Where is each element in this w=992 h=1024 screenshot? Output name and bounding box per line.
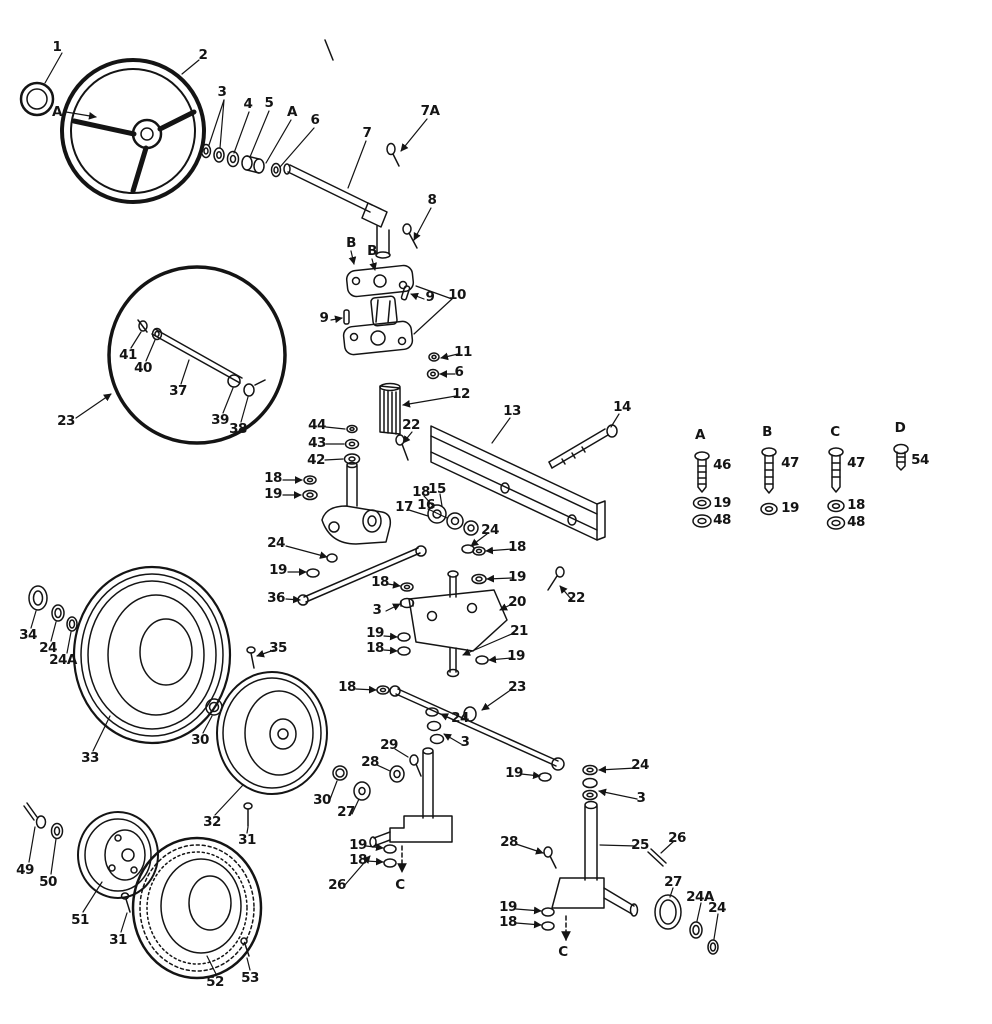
steering-plate bbox=[397, 570, 508, 678]
washer-50 bbox=[50, 822, 64, 840]
bolt-22-right bbox=[547, 566, 565, 591]
legend-nut-48-c bbox=[826, 516, 846, 530]
spindle-right-hardware bbox=[541, 764, 598, 931]
washer-18-tierod bbox=[376, 685, 390, 695]
bolt-14 bbox=[548, 424, 618, 469]
shaft-washers bbox=[200, 143, 282, 178]
bolt-7a bbox=[386, 142, 400, 167]
washers-34-24-24a bbox=[28, 585, 78, 632]
front-rim bbox=[216, 671, 328, 795]
hardware-18-19-right bbox=[471, 546, 487, 585]
washers-18-19-left bbox=[302, 475, 318, 501]
spindle-left-hardware bbox=[332, 754, 422, 868]
legend-washer-48-a bbox=[692, 514, 712, 528]
washers-11-6 bbox=[426, 352, 440, 380]
bearing-bracket-upper bbox=[345, 264, 415, 301]
axle-channel bbox=[430, 425, 606, 541]
leader-lines bbox=[28, 52, 719, 975]
legend bbox=[692, 443, 909, 530]
kingpin-washers bbox=[343, 424, 361, 465]
legend-bolt-47-c bbox=[828, 447, 844, 493]
rear-tire bbox=[131, 836, 263, 980]
legend-nut-18-c bbox=[827, 499, 845, 513]
valve-stem-53 bbox=[240, 937, 250, 957]
spindle-upper bbox=[321, 461, 392, 545]
hardware-18-3-center bbox=[399, 582, 415, 609]
bolt-31-bottom bbox=[120, 892, 131, 913]
tie-rod-rear bbox=[389, 685, 565, 782]
ring-27-right bbox=[654, 894, 682, 930]
washers-24a-24-bottomright bbox=[689, 921, 719, 955]
legend-washer-19-a bbox=[692, 496, 712, 510]
splined-shaft bbox=[379, 382, 401, 435]
legend-bolt-54-d bbox=[893, 443, 909, 471]
u-joint-block bbox=[370, 295, 398, 327]
steering-wheel bbox=[60, 58, 206, 204]
hub-51 bbox=[77, 811, 159, 899]
spindle-left bbox=[369, 747, 453, 848]
legend-nut-19-b bbox=[760, 502, 778, 516]
spindle-right bbox=[551, 800, 639, 917]
bolt-26-right bbox=[647, 848, 667, 867]
bushings-15-16-17 bbox=[427, 504, 479, 554]
steering-cap bbox=[19, 81, 55, 117]
stray-mark bbox=[324, 39, 334, 61]
front-tire bbox=[72, 565, 232, 745]
detail-circle bbox=[107, 265, 287, 445]
steering-shaft bbox=[283, 163, 391, 259]
bolt-31-top bbox=[243, 802, 253, 827]
bearing-bracket-lower bbox=[342, 309, 414, 356]
legend-bolt-47-b bbox=[761, 447, 777, 494]
legend-bolt-46 bbox=[694, 451, 710, 493]
tie-rod-front bbox=[297, 545, 427, 606]
bolt-8 bbox=[402, 223, 418, 249]
bolt-35 bbox=[246, 646, 256, 669]
cotter-pin-49 bbox=[23, 802, 47, 829]
